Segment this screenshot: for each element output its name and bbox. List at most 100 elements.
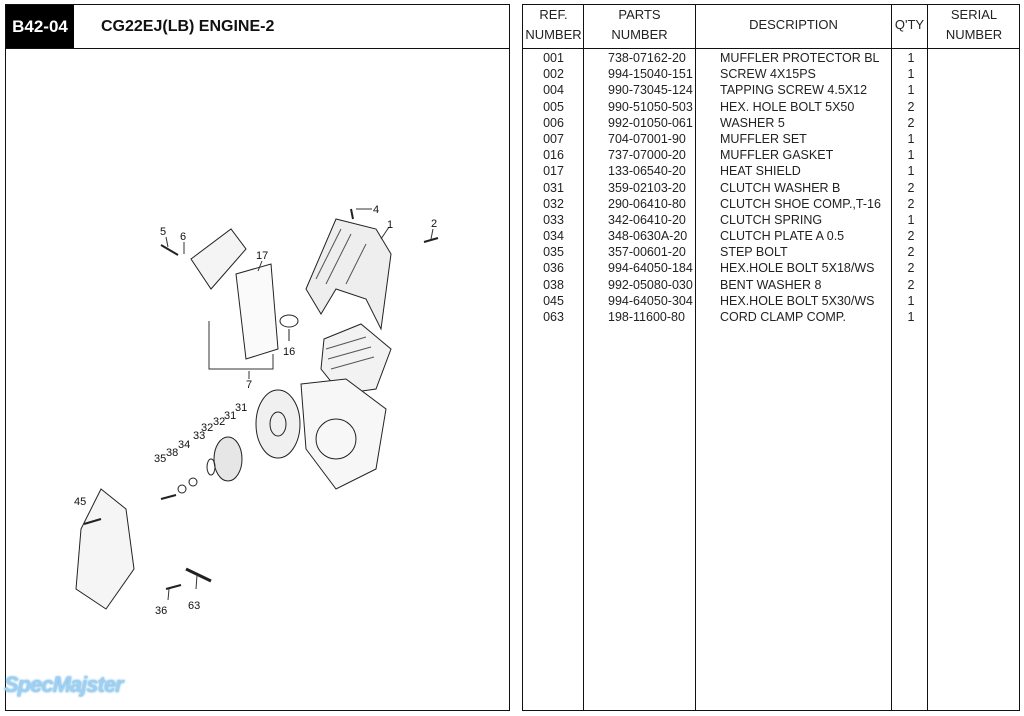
qty-cell: 2 (907, 245, 915, 260)
ref-number-cell: 004 (543, 83, 564, 98)
ref-number-cell: 032 (543, 196, 564, 211)
qty-cell: 2 (907, 261, 915, 276)
ref-number-cell: 036 (543, 261, 564, 276)
qty-cell: 1 (907, 67, 915, 82)
qty-cell: 2 (907, 196, 915, 211)
ref-number-cell: 007 (543, 131, 564, 146)
description-cell: TAPPING SCREW 4.5X12 (720, 83, 868, 98)
muffler-part (190, 228, 247, 290)
ref-number-cell: 031 (543, 180, 564, 195)
watermark-logo: SpecMajster (4, 672, 124, 697)
description-cell: HEX.HOLE BOLT 5X18/WS (720, 261, 875, 276)
parts-number-cell: 348-0630A-20 (608, 229, 688, 244)
table-row: 001 738-07162-20 MUFFLER PROTECTOR BL 1 (523, 50, 1019, 66)
qty-cell: 1 (907, 164, 915, 179)
callout-1: 1 (387, 219, 393, 231)
callout-2: 2 (431, 218, 437, 230)
description-cell: HEX.HOLE BOLT 5X30/WS (720, 293, 875, 308)
callout-63: 63 (188, 600, 200, 612)
parts-number-cell: 737-07000-20 (608, 148, 686, 163)
ref-number-cell: 034 (543, 229, 564, 244)
callout-45: 45 (74, 496, 86, 508)
parts-number-cell: 198-11600-80 (608, 310, 685, 324)
table-row: 007 704-07001-90 MUFFLER SET 1 (523, 131, 1019, 147)
description-cell: HEX. HOLE BOLT 5X50 (720, 99, 855, 114)
ref-number-cell: 017 (543, 164, 564, 179)
ref-number-cell: 005 (543, 99, 564, 114)
parts-number-cell: 994-64050-304 (608, 293, 693, 308)
table-row: 017 133-06540-20 HEAT SHIELD 1 (523, 163, 1019, 179)
parts-number-cell: 994-64050-184 (608, 261, 693, 276)
callout-32b: 32 (201, 422, 213, 434)
callout-6: 6 (180, 231, 186, 243)
table-row: 036 994-64050-184 HEX.HOLE BOLT 5X18/WS 2 (523, 260, 1019, 276)
callout-16: 16 (283, 346, 295, 358)
ref-number-cell: 033 (543, 212, 564, 227)
qty-cell: 2 (907, 115, 915, 130)
qty-cell: 2 (907, 180, 915, 195)
description-cell: BENT WASHER 8 (720, 277, 822, 292)
heat-shield-part (235, 263, 279, 360)
qty-cell: 2 (907, 277, 915, 292)
description-cell: MUFFLER SET (720, 131, 807, 146)
callout-31b: 31 (224, 410, 236, 422)
qty-cell: 1 (907, 212, 915, 227)
ref-number-cell: 001 (543, 51, 564, 65)
crankcase-part (300, 378, 387, 490)
table-row: 038 992-05080-030 BENT WASHER 8 2 (523, 277, 1019, 293)
description-cell: CORD CLAMP COMP. (720, 310, 846, 324)
ref-number-cell: 038 (543, 277, 564, 292)
page-header: B42-04 CG22EJ(LB) ENGINE-2 (6, 5, 509, 49)
callout-4: 4 (373, 204, 379, 216)
callout-7: 7 (246, 379, 252, 391)
callout-33: 33 (193, 430, 205, 442)
ref-number-cell: 063 (543, 310, 564, 324)
parts-number-cell: 738-07162-20 (608, 51, 686, 65)
description-cell: CLUTCH WASHER B (720, 180, 841, 195)
qty-cell: 2 (907, 229, 915, 244)
page-title: CG22EJ(LB) ENGINE-2 (101, 18, 275, 35)
qty-cell: 1 (907, 51, 915, 65)
clutch-part (213, 436, 243, 482)
description-cell: CLUTCH PLATE A 0.5 (720, 229, 845, 244)
callout-31: 31 (235, 402, 247, 414)
ref-number-cell: 035 (543, 245, 564, 260)
parts-number-cell: 359-02103-20 (608, 180, 686, 195)
header-qty: Q'TY (894, 17, 925, 32)
starter-cover-part (75, 488, 135, 610)
cylinder-part (320, 323, 392, 395)
parts-number-cell: 992-05080-030 (608, 277, 693, 292)
ref-number-cell: 045 (543, 293, 564, 308)
qty-cell: 1 (907, 131, 915, 146)
description-cell: HEAT SHIELD (720, 164, 801, 179)
callout-35: 35 (154, 453, 166, 465)
ref-number-cell: 006 (543, 115, 564, 130)
qty-cell: 1 (907, 310, 915, 324)
flywheel-part (255, 389, 301, 459)
description-cell: MUFFLER GASKET (720, 148, 834, 163)
parts-number-cell: 704-07001-90 (608, 131, 686, 146)
description-cell: CLUTCH SPRING (720, 212, 823, 227)
muffler-protector-part (305, 218, 392, 331)
description-cell: MUFFLER PROTECTOR BL (720, 51, 880, 65)
parts-number-cell: 133-06540-20 (608, 164, 686, 179)
parts-number-cell: 990-73045-124 (608, 83, 693, 98)
header-description: DESCRIPTION (749, 17, 838, 32)
qty-cell: 1 (907, 293, 915, 308)
ref-number-cell: 016 (543, 148, 564, 163)
parts-number-cell: 990-51050-503 (608, 99, 693, 114)
description-cell: SCREW 4X15PS (720, 67, 816, 82)
